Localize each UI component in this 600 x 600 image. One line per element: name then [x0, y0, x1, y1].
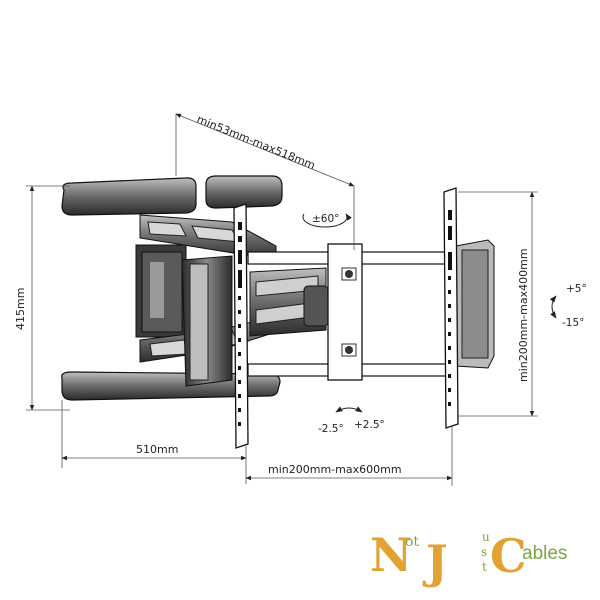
logo-text-ables: ables	[522, 543, 567, 564]
level-right-label: +2.5°	[354, 419, 385, 431]
vesa-bar-left	[233, 203, 249, 449]
logo-letter-n: N	[370, 528, 412, 582]
dimension-lines	[26, 113, 538, 486]
logo-text-t: t	[482, 560, 487, 574]
notjustcables-logo: N ot J u s t C ables	[370, 528, 567, 589]
vertical-vesa-label: min200mm-max400mm	[517, 248, 530, 382]
logo-text-s: s	[481, 545, 487, 559]
height-label: 415mm	[14, 288, 27, 330]
width-label: 510mm	[136, 443, 178, 456]
logo-text-ot: ot	[405, 534, 419, 550]
horizontal-vesa-label: min200mm-max600mm	[268, 463, 402, 476]
level-left-label: -2.5°	[318, 423, 344, 435]
rotation-arrows	[302, 213, 557, 413]
logo-text-u: u	[482, 530, 490, 544]
swivel-label: ±60°	[312, 213, 339, 225]
center-bracket	[327, 243, 363, 381]
vesa-bar-right	[443, 187, 459, 429]
logo-letter-j: J	[422, 535, 448, 589]
arm-extension-label: min53mm-max518mm	[195, 113, 317, 172]
tilt-up-label: +5°	[566, 283, 587, 295]
logo-letter-c: C	[490, 529, 527, 583]
tilt-down-label: -15°	[562, 317, 584, 329]
